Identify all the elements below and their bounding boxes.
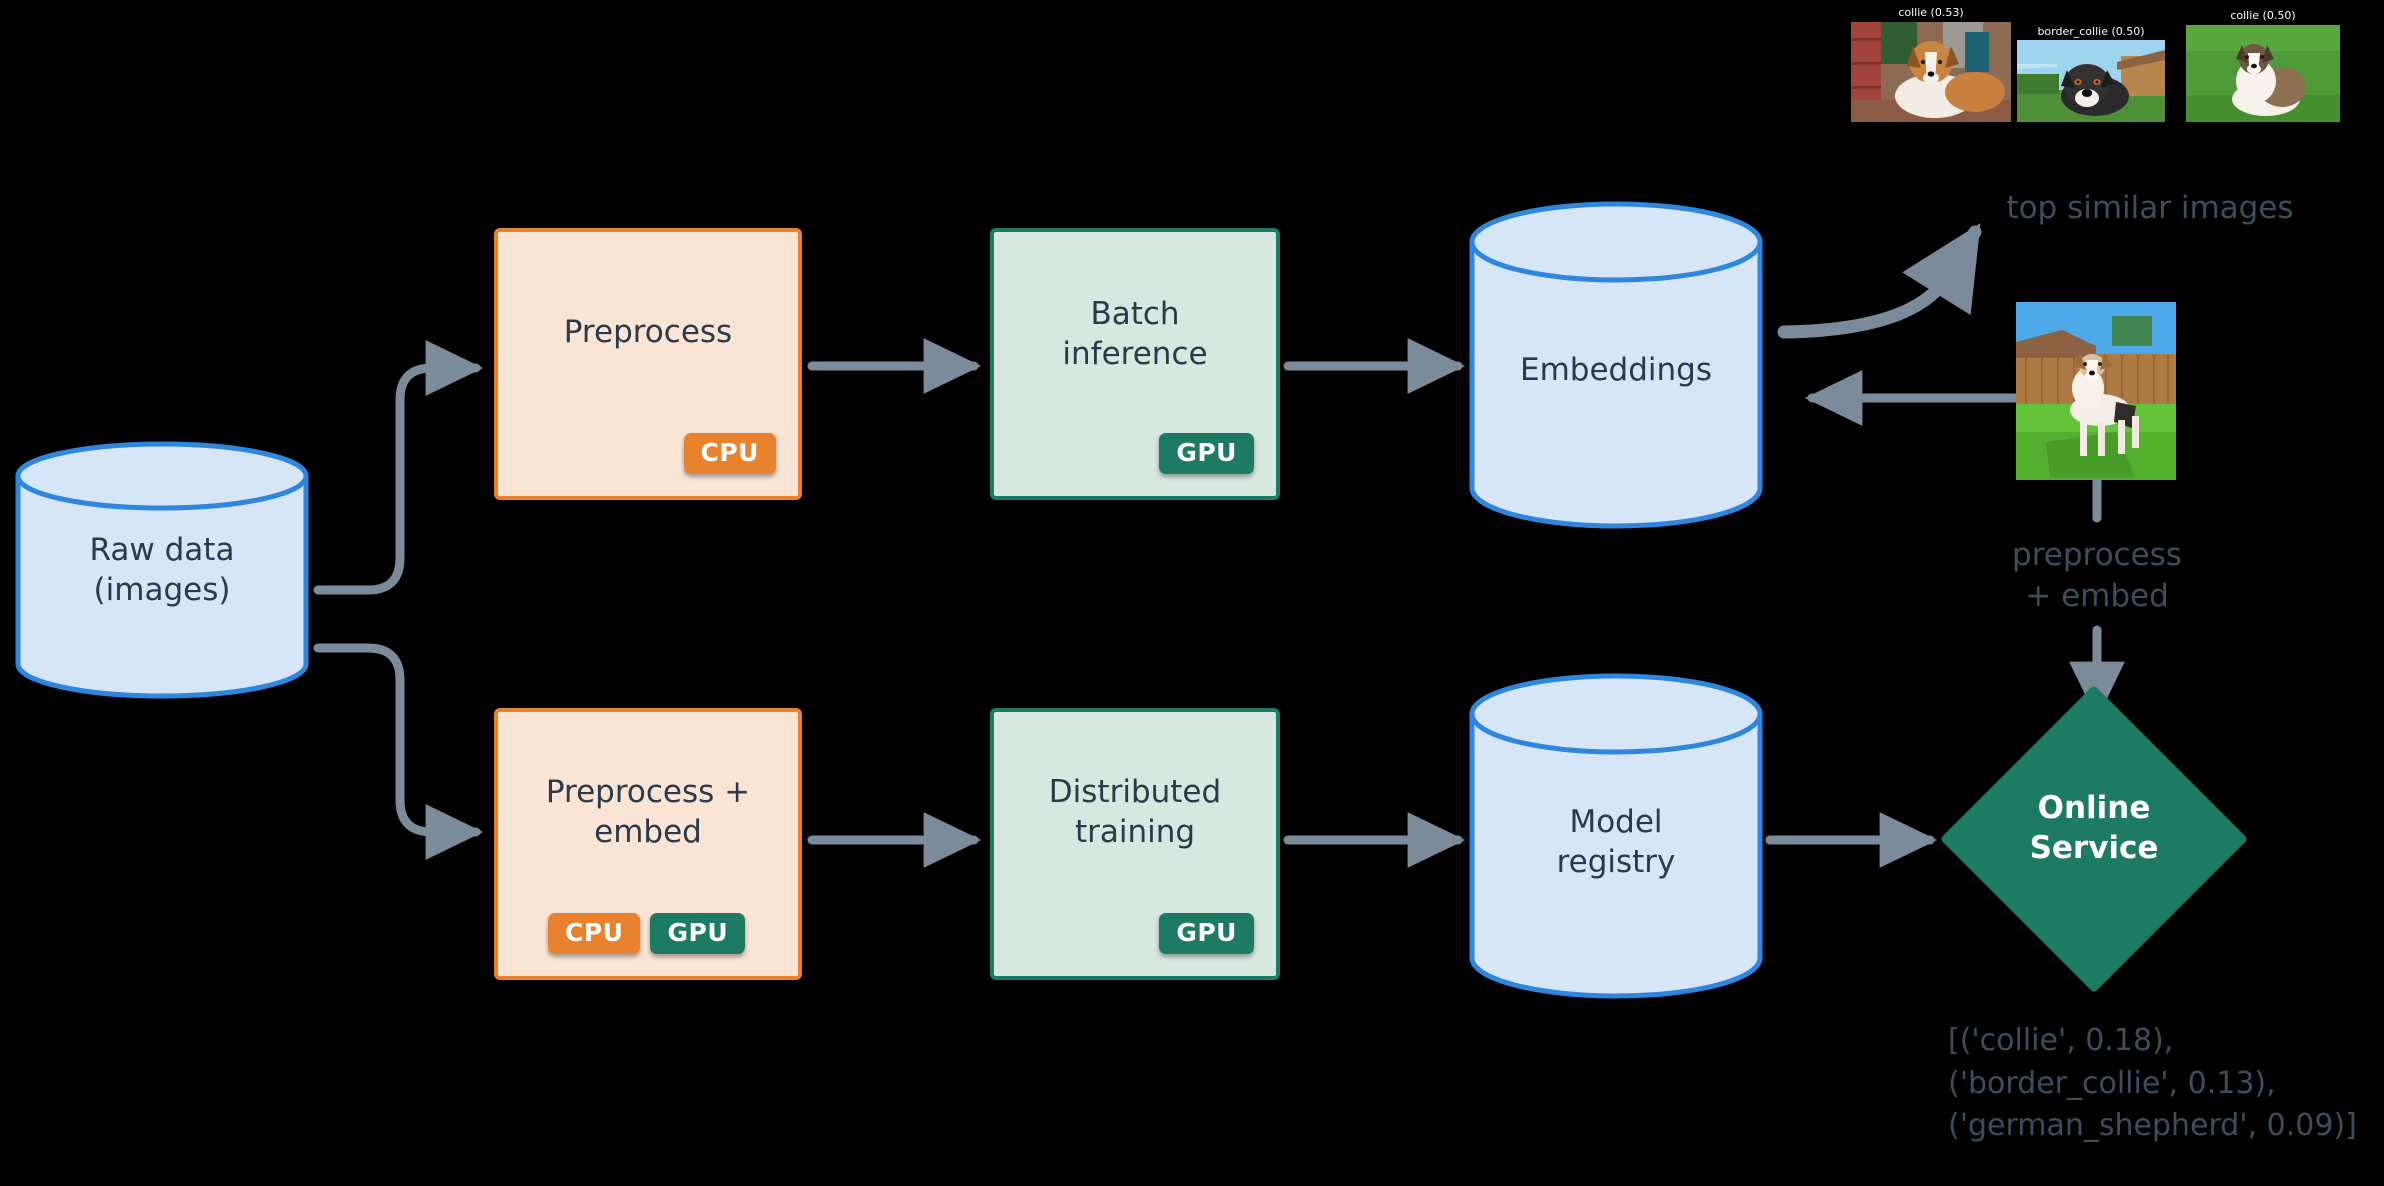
- top-similar-images-label: top similar images: [2006, 190, 2294, 226]
- node-preprocess-embed[interactable]: Preprocess + embed CPU GPU: [494, 708, 802, 980]
- badge-cpu: CPU: [683, 433, 776, 474]
- node-embeddings-label: Embeddings: [1520, 352, 1712, 388]
- badge-cpu: CPU: [548, 913, 641, 954]
- badge-gpu: GPU: [650, 913, 746, 954]
- thumbnail-2-caption: collie (0.50): [2230, 9, 2296, 22]
- edge-embeddings-to-top-similar: [1777, 223, 1982, 339]
- query-image-photo: [2016, 302, 2176, 480]
- node-batch-inference[interactable]: Batch inference GPU: [990, 228, 1280, 500]
- badge-gpu: GPU: [1159, 433, 1254, 474]
- node-model-registry-label: Model registry: [1556, 804, 1676, 881]
- edge-rawdata-to-preprocess-embed: [313, 643, 484, 860]
- node-distributed-training[interactable]: Distributed training GPU: [990, 708, 1280, 980]
- predictions-output: [('collie', 0.18), ('border_collie', 0.1…: [1948, 1023, 2357, 1144]
- model-registry-cylinder-shape: [1469, 673, 1763, 999]
- thumbnail-0[interactable]: [1851, 22, 2011, 122]
- node-batch-inference-badges: GPU: [1159, 433, 1254, 474]
- node-raw-data[interactable]: Raw data (images): [14, 440, 310, 700]
- node-preprocess-embed-badges: CPU GPU: [548, 913, 746, 954]
- preprocess-embed-edge-label: preprocess + embed: [2012, 537, 2182, 614]
- badge-gpu: GPU: [1159, 913, 1254, 954]
- node-online-service-label: Online Service: [2029, 790, 2159, 867]
- node-distributed-training-label: Distributed training: [1048, 774, 1222, 851]
- thumbnail-1-image: [2017, 40, 2165, 122]
- node-preprocess-badges: CPU: [683, 433, 776, 474]
- node-preprocess-embed-label: Preprocess + embed: [545, 774, 751, 851]
- query-image[interactable]: [2016, 302, 2176, 480]
- edge-rawdata-to-preprocess: [313, 340, 484, 595]
- node-online-service[interactable]: Online Service: [1939, 684, 2249, 994]
- thumbnail-0-caption: collie (0.53): [1898, 6, 1964, 19]
- thumbnail-2[interactable]: [2186, 25, 2340, 122]
- thumbnail-0-image: [1851, 22, 2011, 122]
- node-batch-inference-label: Batch inference: [1062, 296, 1208, 373]
- node-model-registry[interactable]: Model registry: [1468, 672, 1764, 1000]
- thumbnail-2-image: [2186, 25, 2340, 122]
- thumbnail-1-caption: border_collie (0.50): [2037, 25, 2145, 38]
- node-embeddings[interactable]: Embeddings: [1468, 200, 1764, 530]
- node-preprocess[interactable]: Preprocess CPU: [494, 228, 802, 500]
- node-distributed-training-badges: GPU: [1159, 913, 1254, 954]
- raw-data-cylinder-shape: [15, 441, 309, 699]
- thumbnail-1[interactable]: [2017, 40, 2165, 122]
- embeddings-cylinder-shape: [1469, 201, 1763, 529]
- node-preprocess-label: Preprocess: [563, 314, 733, 350]
- node-raw-data-label: Raw data (images): [89, 532, 235, 609]
